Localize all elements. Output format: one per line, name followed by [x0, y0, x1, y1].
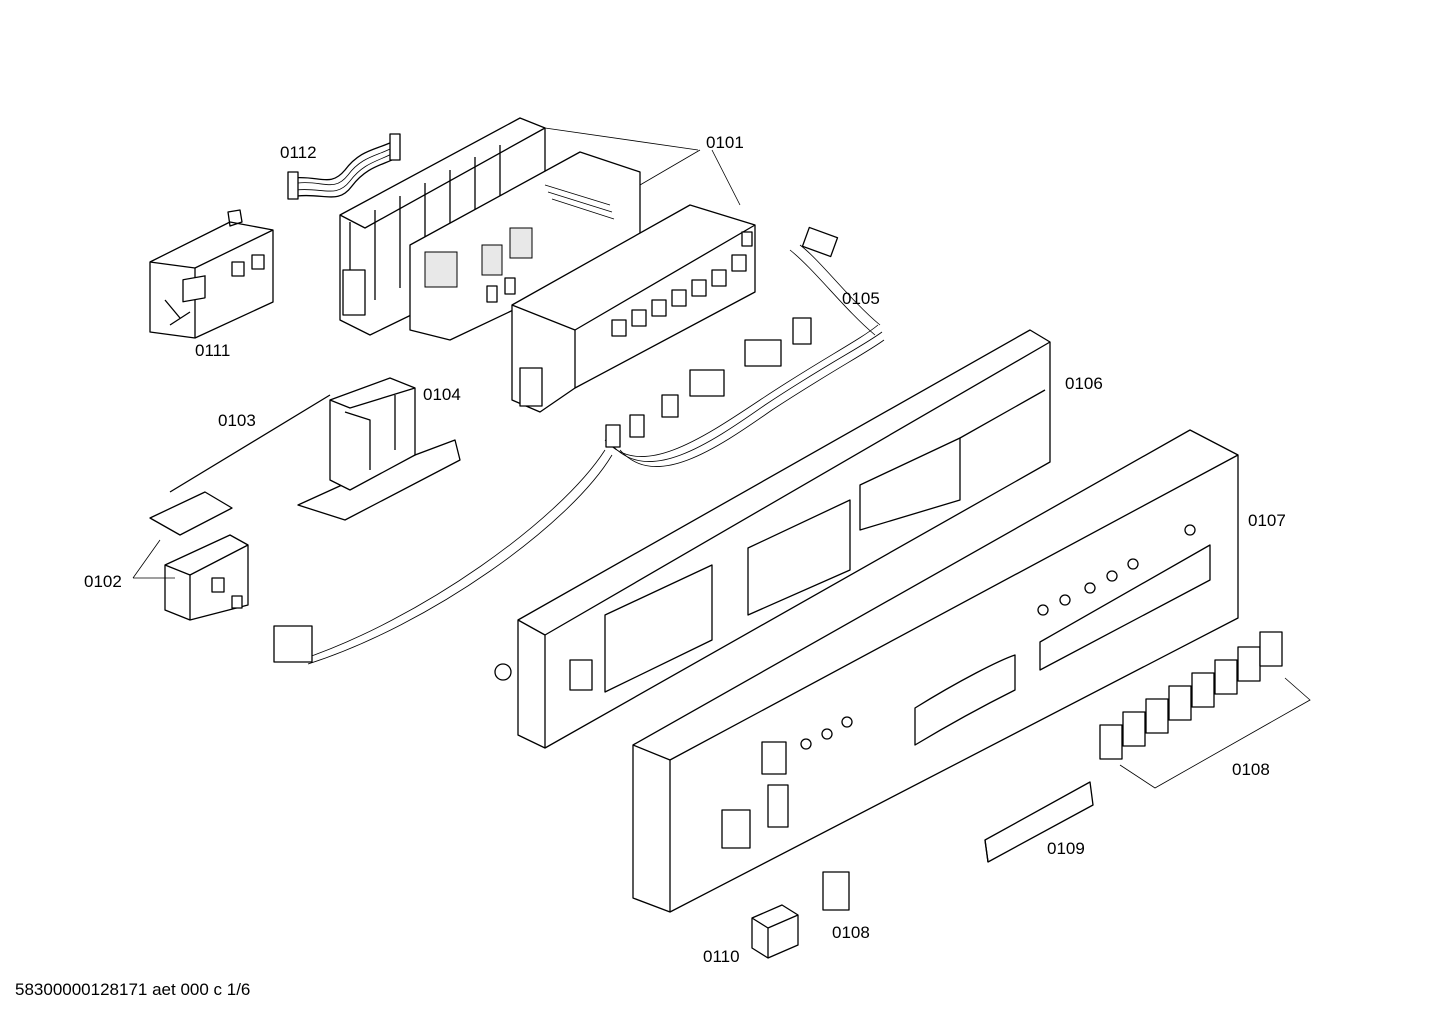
leader-0101 — [544, 127, 741, 206]
part-0103-rod[interactable] — [169, 394, 331, 493]
leader-0102 — [132, 539, 175, 579]
label-0101: 0101 — [706, 133, 744, 152]
part-0111-module[interactable] — [149, 209, 274, 339]
label-0105: 0105 — [842, 289, 880, 308]
label-0112: 0112 — [280, 143, 317, 162]
part-0109-strip[interactable] — [984, 781, 1094, 863]
part-0101-bezel[interactable] — [511, 204, 756, 413]
label-0110: 0110 — [703, 947, 740, 966]
part-0101-pcb[interactable] — [409, 151, 641, 341]
label-0107: 0107 — [1248, 511, 1286, 530]
part-0106-frame[interactable] — [494, 329, 1051, 749]
part-0102-switch[interactable] — [149, 491, 249, 621]
label-0109: 0109 — [1047, 839, 1085, 858]
part-0104-bracket[interactable] — [297, 377, 461, 521]
label-0106: 0106 — [1065, 374, 1103, 393]
document-footer-code: 58300000128171 aet 000 c 1/6 — [15, 980, 251, 999]
label-0108-single: 0108 — [832, 923, 870, 942]
part-0110-cap[interactable] — [751, 904, 799, 959]
leader-0108 — [1119, 677, 1311, 789]
part-0108-single-key[interactable] — [822, 871, 850, 911]
part-0107-fascia[interactable] — [632, 429, 1239, 913]
label-0103: 0103 — [218, 411, 256, 430]
part-0108-keys[interactable] — [1099, 631, 1283, 760]
label-0111: 0111 — [195, 341, 230, 360]
part-0105-wiring-harness[interactable] — [273, 226, 885, 665]
label-0104: 0104 — [423, 385, 461, 404]
part-0112-ribbon-cable[interactable] — [287, 133, 401, 200]
label-0108-group: 0108 — [1232, 760, 1270, 779]
label-0102: 0102 — [84, 572, 122, 591]
